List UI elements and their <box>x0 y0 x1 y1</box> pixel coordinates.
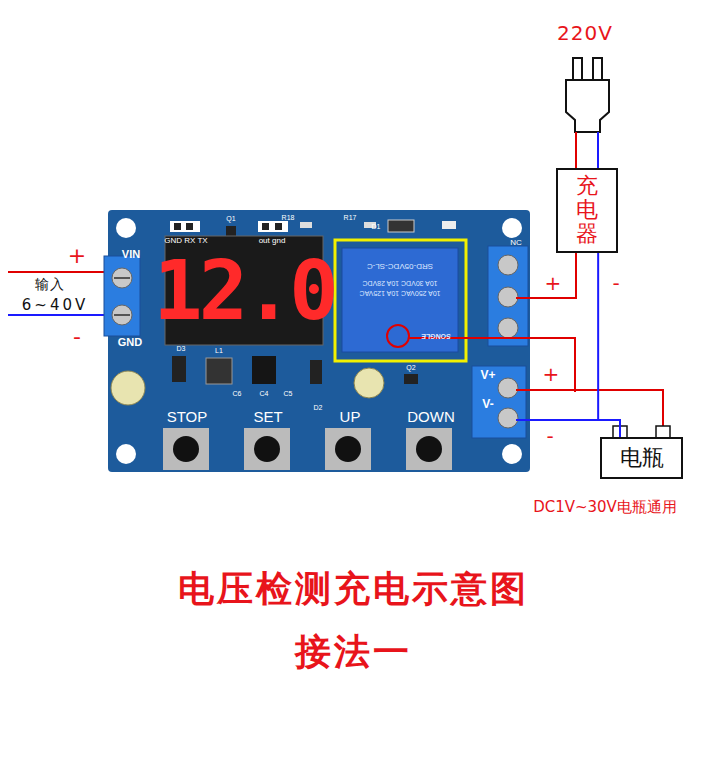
mount-hole <box>502 218 522 238</box>
mains-wire <box>597 132 599 168</box>
part-name: D2 <box>314 404 323 412</box>
battery-note: DC1V~30V电瓶通用 <box>533 499 677 516</box>
terminal-name: GND <box>118 336 142 348</box>
resistor <box>300 222 312 228</box>
capacitor <box>354 368 384 398</box>
input-positive-wire <box>8 271 120 273</box>
transistor <box>226 226 236 236</box>
button-name: STOP <box>167 409 208 426</box>
mount-hole <box>502 444 522 464</box>
terminal-name: VIN <box>122 248 140 260</box>
plug-icon <box>566 58 609 132</box>
relay-highlight <box>335 240 466 361</box>
part-name: Q2 <box>406 364 415 372</box>
button <box>406 428 452 470</box>
battery-negative-wire <box>516 419 598 421</box>
polarity-sign: + <box>543 363 560 385</box>
diagram-title: 电压检测充电示意图 <box>0 565 707 614</box>
part-name: C4 <box>260 390 269 398</box>
pcb-board <box>108 210 530 472</box>
box-text: 充电器 <box>576 174 598 247</box>
terminal-name: NC <box>510 239 522 248</box>
box-text: 电瓶 <box>620 443 664 473</box>
diode <box>388 220 414 232</box>
charger-positive-wire <box>516 252 576 298</box>
mount-hole <box>116 218 136 238</box>
led <box>442 221 456 229</box>
diode <box>172 356 186 382</box>
polarity-sign: - <box>546 425 553 447</box>
pin-names: GND RX TX <box>164 237 207 246</box>
voltage-label: 220V <box>557 22 613 44</box>
relay <box>342 248 458 352</box>
button <box>244 428 290 470</box>
part-name: C5 <box>284 390 293 398</box>
part-name: D1 <box>372 223 381 231</box>
header-pin <box>262 223 269 230</box>
polarity-sign: - <box>73 325 81 349</box>
input-negative-wire <box>8 314 120 316</box>
input-label: 输入 <box>35 277 65 292</box>
mount-hole <box>116 444 136 464</box>
display-reading: 12.0 <box>153 246 334 336</box>
header-pad <box>258 221 288 232</box>
transistor <box>404 374 418 384</box>
diagram-caption: 接法一 <box>0 628 707 677</box>
header-pin <box>174 223 181 230</box>
relay-marking: 10A 30VDC 10A 28VDC <box>362 279 437 287</box>
header-pad <box>170 221 200 232</box>
charger-box: 充电器 <box>556 168 618 253</box>
header-pin <box>275 223 282 230</box>
battery-positive-wire <box>516 390 663 426</box>
diode <box>310 360 322 384</box>
inductor <box>206 358 232 384</box>
button <box>325 428 371 470</box>
battery-terminal <box>472 366 526 438</box>
wire-connector <box>598 253 620 437</box>
battery-box: 电瓶 <box>600 437 683 479</box>
relay-terminal <box>488 246 528 346</box>
terminal-name: V- <box>482 398 493 411</box>
part-name: Q1 <box>226 215 235 223</box>
relay-marking: 10A 250VAC 10A 125VAC <box>359 289 440 297</box>
input-terminal <box>104 256 140 336</box>
mains-wire <box>575 132 577 168</box>
header-pin <box>186 223 193 230</box>
polarity-sign: - <box>612 272 619 294</box>
pin-names: out gnd <box>259 237 286 246</box>
capacitor <box>111 371 145 405</box>
terminal-name: V+ <box>480 369 495 382</box>
part-name: L1 <box>215 347 223 355</box>
relay-marking: SRD-05VDC-SL-C <box>367 262 433 271</box>
part-name: R17 <box>344 214 357 222</box>
relay-brand: SONGLE <box>421 332 451 340</box>
button-name: UP <box>340 409 361 426</box>
part-name: D3 <box>177 345 186 353</box>
relay-marker <box>387 325 409 347</box>
polarity-sign: + <box>68 244 86 268</box>
ic-chip <box>252 356 276 384</box>
input-range: 6~40V <box>22 297 88 314</box>
polarity-sign: + <box>545 272 562 294</box>
part-name: C6 <box>233 390 242 398</box>
button-name: DOWN <box>407 409 455 426</box>
part-name: R18 <box>282 214 295 222</box>
button-name: SET <box>253 409 282 426</box>
button <box>163 428 209 470</box>
relay-common-wire <box>409 338 575 392</box>
